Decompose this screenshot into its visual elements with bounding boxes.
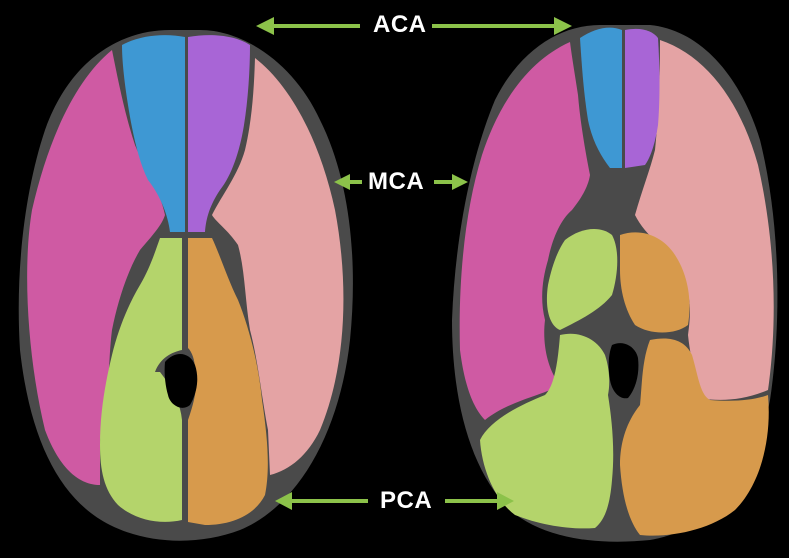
mca-label: MCA — [368, 170, 424, 194]
aca-label: ACA — [373, 13, 427, 37]
pca-label: PCA — [380, 489, 432, 513]
right-brain-slice — [452, 25, 777, 542]
left-brain-slice — [19, 30, 353, 541]
